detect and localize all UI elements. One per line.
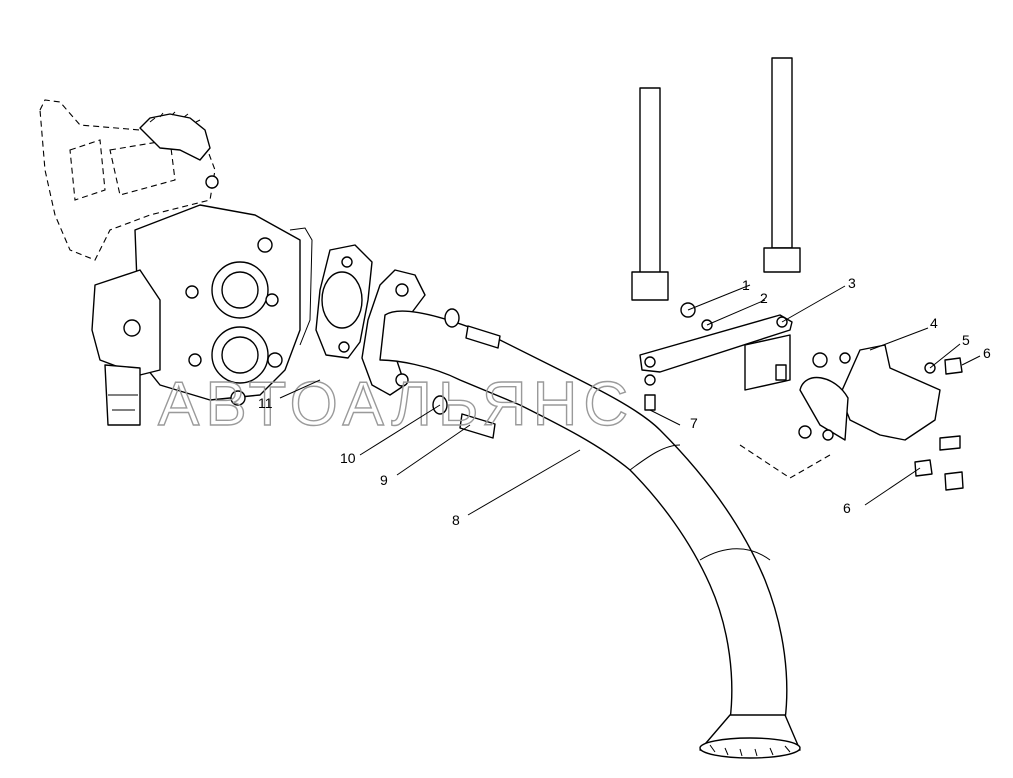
callout-4: 4 [930, 315, 938, 331]
bolts-and-washers [432, 308, 501, 439]
callout-3: 3 [848, 275, 856, 291]
pump-assembly [39, 99, 313, 426]
clamp-4 [739, 344, 964, 491]
callout-1: 1 [742, 277, 750, 293]
callout-6-lower: 6 [843, 500, 851, 516]
callout-6-upper: 6 [983, 345, 991, 361]
callout-9: 9 [380, 472, 388, 488]
callout-8: 8 [452, 512, 460, 528]
watermark-text: АВТОАЛЬЯНС [158, 370, 634, 439]
callouts: 1 2 3 4 5 6 6 7 8 9 10 11 [258, 275, 991, 528]
callout-10: 10 [340, 450, 356, 466]
callout-5: 5 [962, 332, 970, 348]
suction-pipe-8 [361, 269, 801, 759]
callout-11: 11 [258, 395, 273, 411]
gasket-11 [315, 244, 373, 359]
callout-2: 2 [760, 290, 768, 306]
callout-7: 7 [690, 415, 698, 431]
bracket-3 [639, 302, 793, 411]
tie-rods [631, 57, 801, 301]
leader-lines [279, 284, 981, 516]
